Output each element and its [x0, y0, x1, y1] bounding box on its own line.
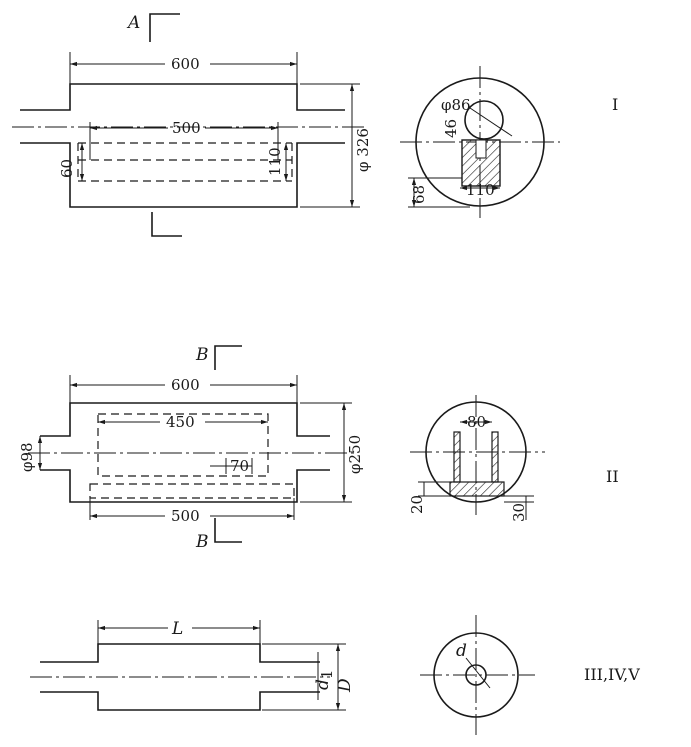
fig2-end-base: [449, 481, 505, 497]
fig1-end-dim-68: 68: [410, 185, 428, 204]
fig2-dim-70: 70: [230, 457, 249, 475]
fig2-end-right-plate: [491, 431, 499, 483]
fig1-leader: [469, 107, 513, 137]
fig1-dim-left-offset: 60: [58, 159, 76, 178]
fig2-hidden-cavity: [97, 413, 269, 477]
fig2-section-mark-top: [214, 345, 242, 370]
fig1-end-key-slot: [475, 139, 487, 159]
fig2-dim-bottom: 500: [171, 507, 200, 525]
fig1-outline-top: [20, 83, 345, 111]
fig3-numeral: III,IV,V: [584, 665, 640, 684]
fig2-side-view: B B 600 450 70 500 φ98: [18, 345, 364, 552]
fig1-section-mark-bottom: [151, 212, 182, 237]
fig3-leader: [465, 657, 491, 689]
fig2-dim-inner: 450: [166, 413, 195, 431]
fig1-side-view: A 600 500 60 110 φ 326: [12, 13, 372, 237]
fig1-end-dim-hole: φ86: [441, 96, 471, 114]
fig3-dim-D: D: [335, 678, 355, 693]
fig1-dim-right-offset: 110: [266, 147, 284, 176]
fig2-dim-left-dia: φ98: [18, 442, 36, 472]
fig1-dim-length: 600: [171, 55, 200, 73]
fig1-section-mark-top: [149, 13, 180, 42]
fig1-end-hole: [464, 100, 504, 140]
fig2-dim-length: 600: [171, 376, 200, 394]
fig2-end-dim-80: 80: [467, 413, 486, 431]
fig3-outline-top: [40, 643, 320, 663]
fig3-end-dim-d: d: [456, 641, 467, 661]
fig2-outline-top: [40, 402, 330, 437]
fig1-end-dim-110: 110: [466, 181, 495, 199]
fig3-dim-length: L: [171, 619, 183, 639]
fig1-dim-inner: 500: [172, 119, 201, 137]
fig3-dim-d1-label: d1: [313, 670, 336, 690]
fig2-numeral: II: [606, 467, 619, 486]
fig2-end-dim-30: 30: [510, 503, 528, 522]
fig3-outline-bottom: [40, 691, 320, 711]
fig1-outline-bottom: [20, 142, 345, 208]
fig1-end-view: φ86 46 68 110 I: [400, 66, 618, 218]
fig3-dim-d1-sub: 1: [318, 670, 336, 680]
fig2-section-mark-bottom: [214, 518, 242, 543]
fig2-section-label-top: B: [195, 345, 209, 365]
fig1-numeral: I: [612, 95, 618, 114]
fig2-outline-bottom: [40, 469, 330, 503]
fig3-end-view: d III,IV,V: [420, 615, 640, 735]
fig3-dim-d1: d: [313, 679, 333, 690]
fig3-side-view: L d1 D: [30, 619, 355, 711]
fig3-end-hole: [465, 664, 487, 686]
fig1-section-label: A: [126, 13, 140, 33]
fig2-section-label-bottom: B: [195, 532, 209, 552]
fig2-end-dim-20: 20: [408, 495, 426, 514]
fig1-dim-diameter: φ 326: [354, 128, 372, 172]
fig2-hidden-base: [89, 483, 295, 499]
fig2-end-view: 80 20 30 II: [408, 395, 619, 522]
fig2-dim-right-dia: φ250: [346, 435, 364, 474]
fig2-end-left-plate: [453, 431, 461, 483]
fig1-end-dim-46: 46: [442, 119, 460, 138]
